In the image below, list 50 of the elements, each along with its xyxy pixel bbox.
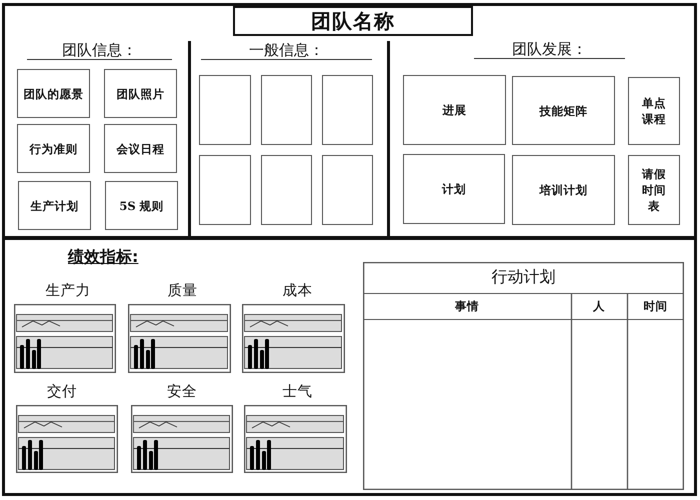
title-box [233,6,473,36]
board-title: 团队名称 [311,8,395,34]
board-card [17,69,90,118]
blank-card [199,75,251,145]
blank-card [261,75,312,145]
column-header: 事情 [363,293,571,320]
card-label: 团队的愿景 [24,86,84,102]
board-card [17,124,90,173]
column-header: 时间 [627,293,684,320]
blank-card [322,155,373,225]
card-label: 行为准则 [30,140,78,156]
card-label: 培训计划 [540,182,588,198]
board-card [403,154,505,224]
card-label: 单点课程 [642,95,666,127]
column-header: 人 [571,293,627,320]
card-label: 技能矩阵 [540,102,588,118]
board-panel [388,41,697,239]
kpi-label: 交付 [46,383,78,402]
card-label: 进展 [442,102,466,118]
kpi-label: 士气 [282,383,314,402]
board-card [512,155,615,225]
card-label: 生产计划 [30,198,78,214]
board-panel [2,41,191,239]
board-card [628,155,680,225]
board-card [104,124,177,173]
table-title: 行动计划 [363,262,684,294]
card-label: 5S 规则 [119,198,164,214]
board-card [105,181,178,230]
card-label: 计划 [442,181,466,197]
blank-card [322,75,373,145]
card-label: 团队照片 [116,86,164,102]
kpi-label: 安全 [166,383,198,402]
blank-card [199,155,251,225]
section-heading: 一般信息： [201,42,372,60]
kpi-label: 质量 [166,282,198,301]
board-card [512,76,615,145]
board-card [403,75,506,145]
kpi-label: 成本 [282,282,314,301]
board-card [18,181,91,230]
section-heading: 团队发展： [474,41,625,59]
blank-card [261,155,312,225]
card-label: 会议日程 [116,140,164,156]
action-plan-table [363,262,684,490]
board-panel [189,41,390,239]
card-label: 请假时间表 [642,166,666,214]
section-heading: 绩效指标: [68,248,138,265]
kpi-label: 生产力 [44,282,92,301]
board-card [628,77,680,145]
board-card [104,69,177,118]
section-heading: 团队信息： [27,42,172,60]
